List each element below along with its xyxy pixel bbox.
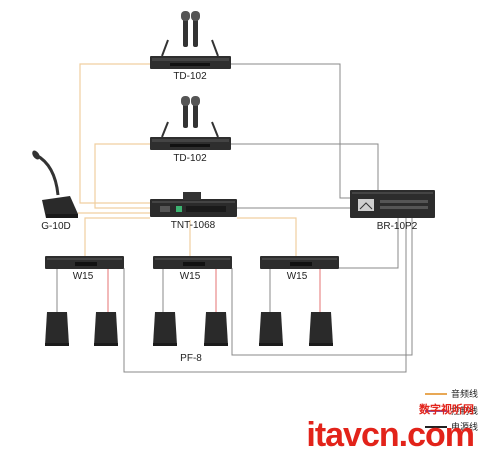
watermark-logo: itavcn.com xyxy=(306,416,475,454)
label-br10p2: BR-10P2 xyxy=(376,221,418,232)
tnt1068-unit xyxy=(150,192,237,217)
power-line-td102-mid xyxy=(231,143,379,190)
legend-swatch-power xyxy=(425,426,447,428)
amp3-unit xyxy=(260,256,339,269)
power-line-amp3 xyxy=(330,218,399,269)
speaker-3 xyxy=(153,312,177,345)
speaker-4 xyxy=(204,312,228,345)
speaker-2 xyxy=(94,312,118,345)
label-td102-mid: TD-102 xyxy=(173,153,207,164)
legend-swatch-control xyxy=(425,410,447,412)
amp2-unit xyxy=(153,256,232,269)
amp1-unit xyxy=(45,256,124,269)
audio-line-td102-top xyxy=(79,63,150,204)
speaker-1 xyxy=(45,312,69,345)
audio-line-amp1 xyxy=(84,217,150,256)
label-amp1: W15 xyxy=(72,271,94,282)
power-line-td102-top xyxy=(231,63,350,199)
watermark-top: 数字视听网 xyxy=(419,404,474,416)
label-g10d: G-10D xyxy=(41,221,71,232)
br10p2-unit xyxy=(350,190,435,218)
audio-line-td102-mid xyxy=(94,143,150,209)
label-speaker-group: PF-8 xyxy=(180,353,202,364)
label-amp2: W15 xyxy=(179,271,201,282)
legend-label-power: 电源线 xyxy=(451,422,479,432)
g10d-unit xyxy=(32,150,78,218)
legend-label-control: 控制线 xyxy=(451,406,479,416)
legend-item-audio: 音频线 xyxy=(425,388,495,400)
td102-top-unit xyxy=(150,11,231,69)
legend: 音频线 控制线 电源线 xyxy=(425,388,495,432)
label-td102-top: TD-102 xyxy=(173,71,207,82)
speaker-5 xyxy=(259,312,283,345)
legend-label-audio: 音频线 xyxy=(451,389,479,399)
legend-item-control: 控制线 xyxy=(425,405,495,417)
power-line-loop2 xyxy=(231,218,413,356)
label-amp3: W15 xyxy=(286,271,308,282)
legend-item-power: 电源线 xyxy=(425,421,495,433)
legend-swatch-audio xyxy=(425,393,447,395)
audio-line-amp3 xyxy=(237,217,297,256)
power-line-loop xyxy=(123,218,407,373)
td102-mid-unit xyxy=(150,96,231,150)
speaker-6 xyxy=(309,312,333,345)
label-tnt1068: TNT-1068 xyxy=(170,220,216,231)
